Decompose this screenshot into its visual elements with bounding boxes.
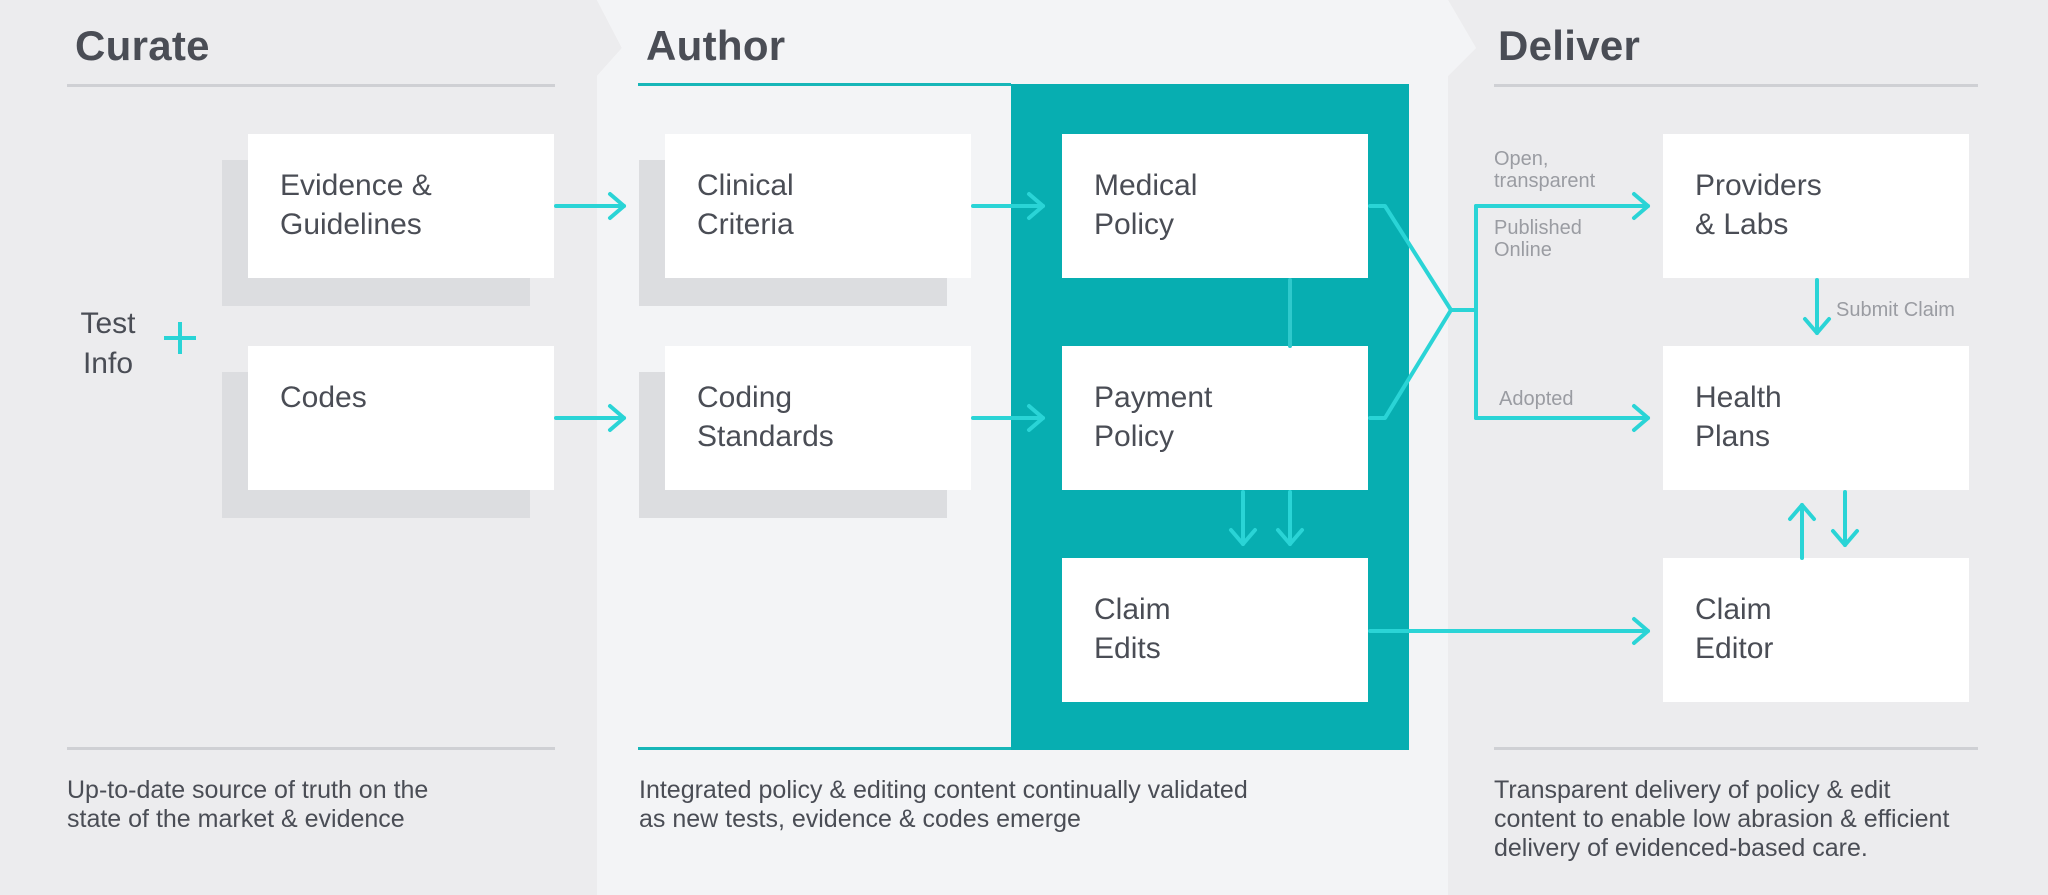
author-bottom-divider — [638, 747, 1011, 750]
medical-policy-card: Medical Policy — [1062, 134, 1368, 278]
published-online-label: Published Online — [1494, 217, 1582, 261]
arrowhead — [1632, 404, 1650, 432]
curate-heading: Curate — [75, 22, 210, 69]
author-top-divider — [638, 83, 1011, 86]
arrowhead — [1803, 317, 1831, 335]
curate-bottom-divider — [67, 747, 555, 750]
test-info-label: Test Info — [80, 307, 136, 380]
arrowhead — [1027, 404, 1045, 432]
claim-editor-card: Claim Editor — [1663, 558, 1969, 702]
arrowhead — [1632, 192, 1650, 220]
payment-policy-card: Payment Policy — [1062, 346, 1368, 490]
deliver-bottom-divider — [1494, 747, 1978, 750]
medical-policy-connector — [1368, 204, 1478, 312]
payment-policy-connector — [1368, 308, 1453, 420]
codes-card: Codes — [248, 346, 554, 490]
arrowhead — [1027, 192, 1045, 220]
arrowhead — [1788, 503, 1816, 521]
providers-labs-card: Providers & Labs — [1663, 134, 1969, 278]
arrowhead — [1831, 529, 1859, 547]
deliver-description: Transparent delivery of policy & edit co… — [1494, 776, 1950, 862]
coding-standards-card: Coding Standards — [665, 346, 971, 490]
claim-edits-card: Claim Edits — [1062, 558, 1368, 702]
author-description: Integrated policy & editing content cont… — [639, 776, 1248, 833]
clinical-criteria-card: Clinical Criteria — [665, 134, 971, 278]
arrowhead — [608, 404, 626, 432]
open-transparent-label: Open, transparent — [1494, 148, 1596, 192]
curate-description: Up-to-date source of truth on the state … — [67, 776, 429, 833]
deliver-top-divider — [1494, 84, 1978, 87]
arrowhead — [1276, 528, 1304, 546]
arrowhead — [1632, 617, 1650, 645]
curate-top-divider — [67, 84, 555, 87]
arrowhead — [1229, 528, 1257, 546]
arrowhead — [608, 192, 626, 220]
evidence-guidelines-card: Evidence & Guidelines — [248, 134, 554, 278]
plus-icon — [164, 322, 196, 354]
health-plans-card: Health Plans — [1663, 346, 1969, 490]
deliver-heading: Deliver — [1498, 22, 1641, 69]
adopted-label: Adopted — [1499, 388, 1574, 410]
submit-claim-label: Submit Claim — [1836, 299, 1955, 321]
author-heading: Author — [646, 22, 786, 69]
